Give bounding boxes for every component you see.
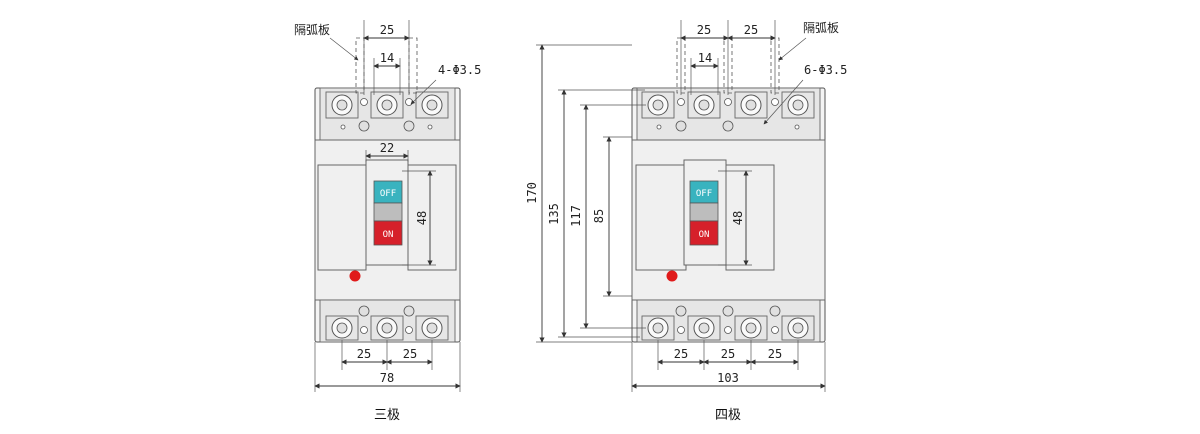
three-pole-switch-band	[373, 202, 403, 222]
four-pole-on-label: ON	[699, 230, 710, 240]
three-pole-breaker: OFF ON 25 14	[294, 20, 481, 423]
four-pole-right-window	[725, 164, 775, 271]
four-pole-dim-117-label: 117	[569, 205, 583, 227]
four-pole-dim-25-bottom-a-label: 25	[674, 347, 688, 361]
three-pole-off-label: OFF	[380, 189, 396, 199]
three-pole-dim-78-label: 78	[380, 371, 394, 385]
three-pole-dim-22-label: 22	[380, 141, 394, 155]
three-pole-left-window	[317, 164, 367, 271]
four-pole-dim-14-label: 14	[698, 51, 712, 65]
four-pole-indicator-light	[666, 270, 678, 282]
four-pole-dim-25-bottom-b-label: 25	[721, 347, 735, 361]
four-pole-top-terminals	[641, 91, 815, 132]
three-pole-indicator-light	[349, 270, 361, 282]
four-pole-left-window	[635, 164, 687, 271]
three-pole-dim-25-bottom-b-label: 25	[403, 347, 417, 361]
three-pole-dim-14-label: 14	[380, 51, 394, 65]
three-pole-arc-plates	[355, 37, 418, 94]
three-pole-dim-25-bottom-a-label: 25	[357, 347, 371, 361]
four-pole-arc-plate-label: 隔弧板	[803, 21, 839, 35]
four-pole-dim-85-label: 85	[592, 209, 606, 223]
four-pole-switch-band	[689, 202, 719, 222]
four-pole-dim-135-label: 135	[547, 203, 561, 225]
three-pole-on-label: ON	[383, 230, 394, 240]
three-pole-arc-plate-label: 隔弧板	[294, 23, 330, 37]
four-pole-dim-25-top-b-label: 25	[744, 23, 758, 37]
three-pole-on-button	[373, 220, 403, 246]
three-pole-hole-label: 4-Φ3.5	[438, 63, 481, 77]
four-pole-dim-48-label: 48	[731, 211, 745, 225]
four-pole-breaker: OFF ON	[525, 20, 847, 423]
three-pole-dim-25-top-label: 25	[380, 23, 394, 37]
four-pole-dim-170-label: 170	[525, 182, 539, 204]
four-pole-bottom-terminals	[641, 305, 815, 341]
three-pole-caption: 三极	[374, 408, 400, 423]
three-pole-top-terminals	[325, 91, 449, 132]
four-pole-dim-25-top-a-label: 25	[697, 23, 711, 37]
three-pole-bottom-terminals	[325, 305, 449, 341]
four-pole-on-button	[689, 220, 719, 246]
four-pole-dim-103-label: 103	[717, 371, 739, 385]
four-pole-caption: 四极	[715, 408, 741, 423]
four-pole-hole-label: 6-Φ3.5	[804, 63, 847, 77]
four-pole-dim-25-bottom-c-label: 25	[768, 347, 782, 361]
four-pole-off-label: OFF	[696, 189, 712, 199]
three-pole-dim-48-label: 48	[415, 211, 429, 225]
